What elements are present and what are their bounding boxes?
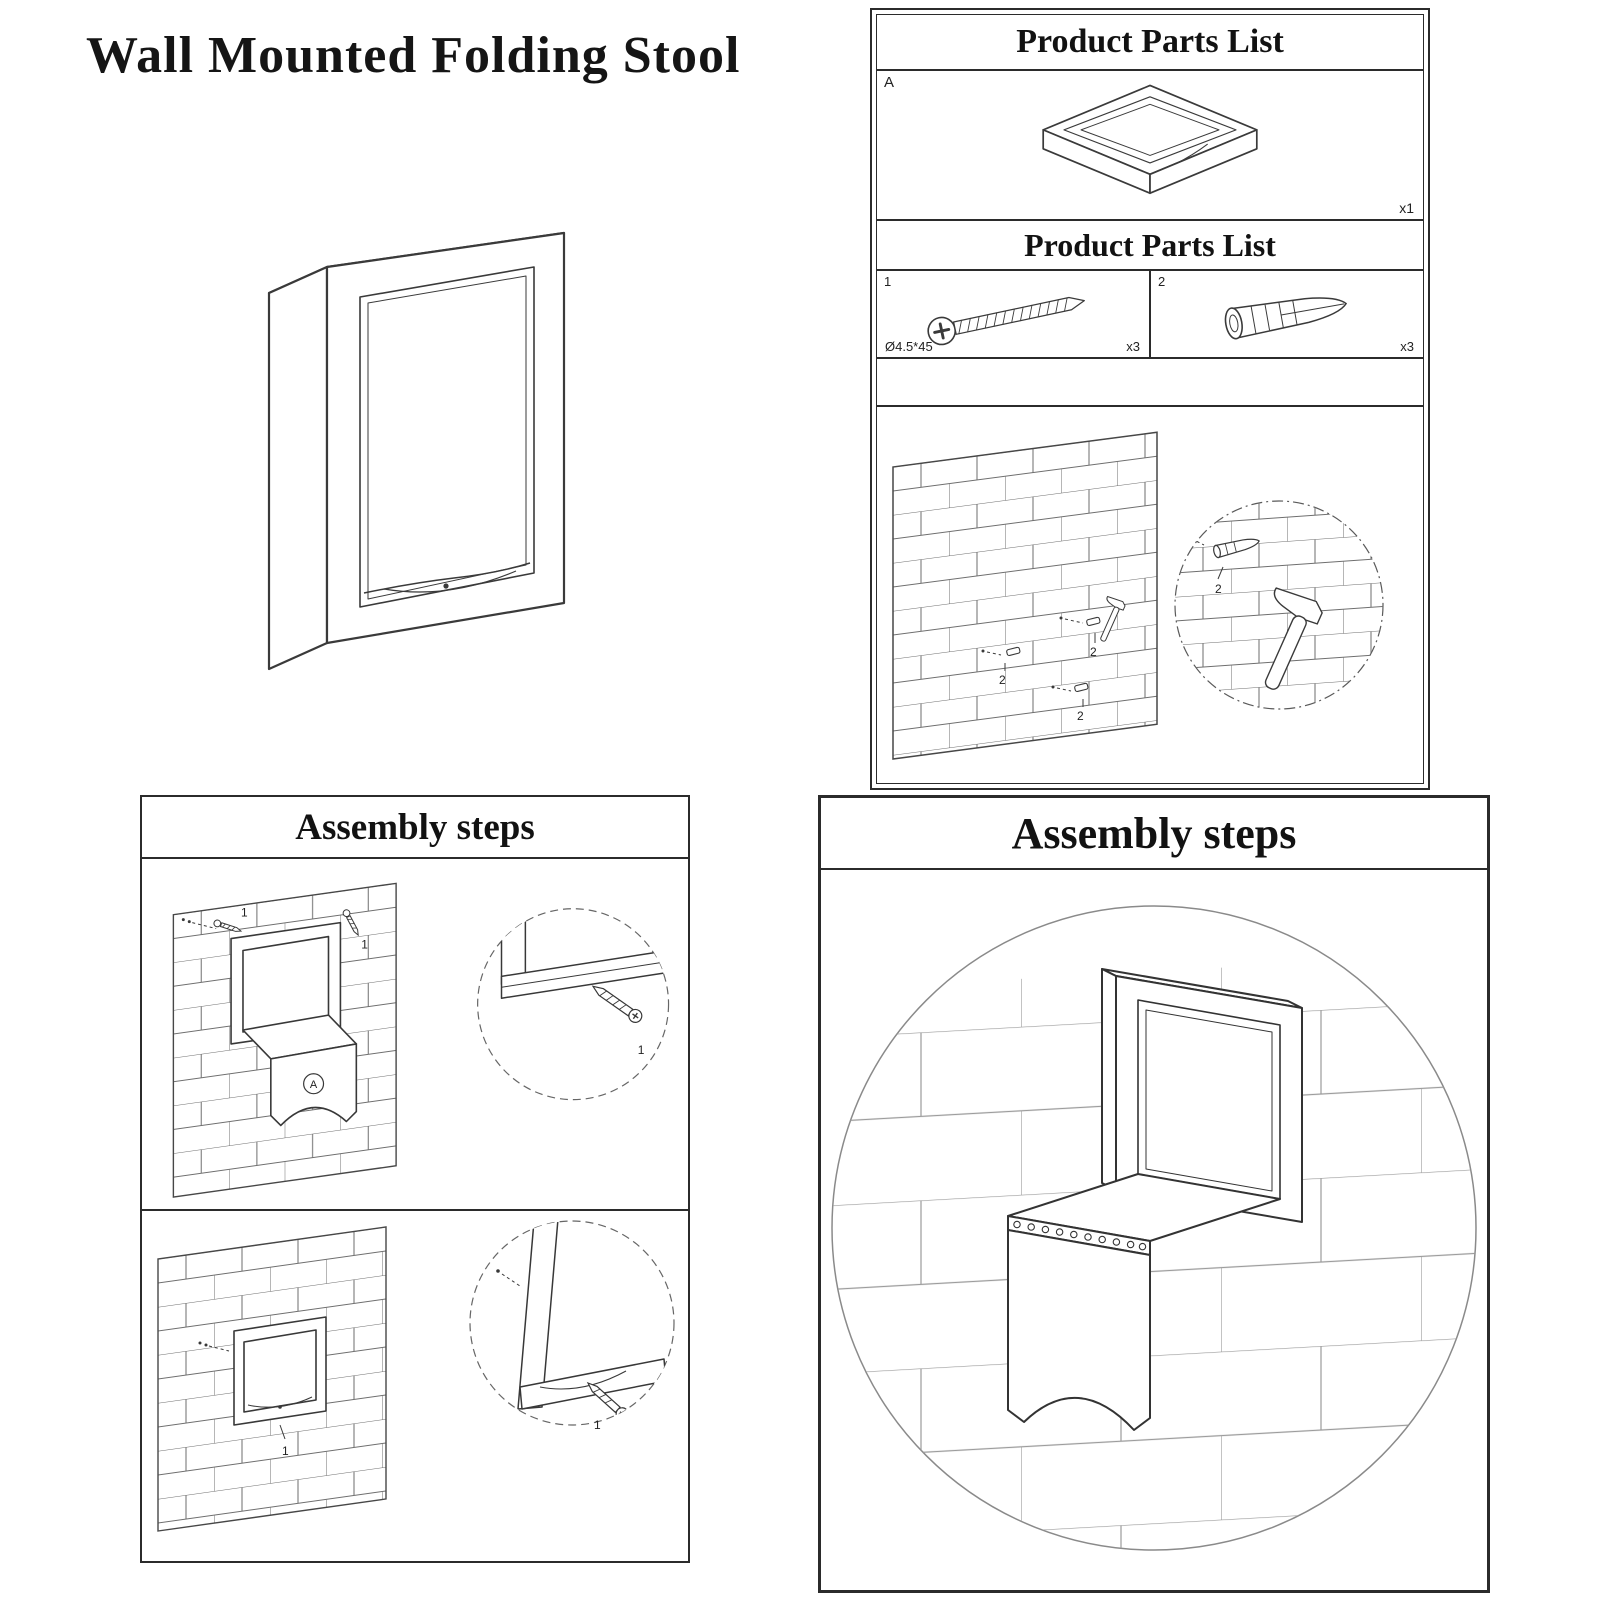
hardware-list-header-text: Product Parts List [1024,226,1276,263]
frame-inner-line [367,275,527,600]
anchor-id: 2 [1158,274,1166,289]
anchor-install-row: 2 2 2 [877,407,1423,783]
screw-qty: x3 [1126,339,1140,354]
brick-wall [892,431,1158,760]
screw-ref-label-b: 1 [361,937,368,951]
detail-anchor [1213,538,1260,559]
product-parts-panel: Product Parts List A [870,8,1430,790]
hinge-rivets [1013,1220,1147,1251]
small-hammer-icon [1100,595,1126,642]
part-a-id: A [884,74,895,91]
detail-circle-content [1175,501,1383,709]
assembly-steps-panel-left: Assembly steps [140,795,690,1563]
assembly-header-left: Assembly steps [142,797,688,859]
hammer-icon [1264,587,1323,690]
part-a-row: A x1 [877,71,1423,221]
small-screw-icon [213,919,243,932]
folded-stool-drawing [267,231,566,671]
anchor-ref-label-3: 2 [1077,709,1084,723]
assembly-header-left-text: Assembly steps [295,806,535,848]
page-title: Wall Mounted Folding Stool [86,27,741,84]
screw-ref-label-a: 1 [241,906,248,920]
screw-cell: 1 Ø4.5*45 x3 [877,271,1149,357]
detail-anchor-ref-label: 2 [1215,582,1222,596]
parts-list-header: Product Parts List [877,15,1423,71]
hardware-row: 1 Ø4.5*45 x3 2 [877,271,1423,359]
assembly-step-1-drawing: A 1 1 [172,882,670,1198]
assembly-header-right: Assembly steps [821,798,1487,870]
assembly-step-2-drawing: 1 [157,1220,675,1532]
frame-side-face [267,265,329,671]
assembly-steps-panel-right: Assembly steps [818,795,1490,1593]
folded-stool [233,1316,327,1426]
anchor-ref-label-1: 2 [1090,645,1097,659]
assembly-step-1: A 1 1 [142,859,688,1211]
screw-id: 1 [884,274,892,289]
brick-wall [832,951,1476,1550]
anchor-qty: x3 [1400,339,1414,354]
part-a-qty: x1 [1399,200,1414,216]
open-stool [1007,968,1303,1431]
detail-screw-ref-label: 1 [594,1418,601,1432]
assembly-header-right-text: Assembly steps [1011,808,1297,858]
anchor-cell: 2 x3 [1149,271,1423,357]
product-parts-panel-inner: Product Parts List A [876,14,1424,784]
front-apron [1007,1229,1151,1431]
screw-drawing [927,296,1085,346]
hardware-list-header: Product Parts List [877,221,1423,271]
mounted-stool [230,921,358,1127]
final-assembly-view [821,870,1487,1590]
part-a-figure [877,71,1423,219]
anchor-drawing [1224,297,1348,340]
frame-side-face [1101,968,1117,1191]
frame-inner-line [1145,1009,1273,1192]
seat-part-drawing [1042,84,1258,195]
frame-opening [359,266,535,608]
spacer-row [877,359,1423,407]
detail-screw-ref-label: 1 [638,1043,645,1057]
parts-list-header-text: Product Parts List [1016,23,1284,60]
part-a-ref-label: A [310,1079,318,1091]
latch-dot [443,583,449,589]
screw-ref-label: 1 [282,1444,289,1458]
screw-spec: Ø4.5*45 [885,339,933,354]
wall-anchor-marks: 2 2 2 [981,595,1126,723]
final-assembly-drawing [831,905,1477,1551]
small-screw-icon [342,909,359,937]
seat-handle-curve [383,570,517,593]
detail-screw-icon [591,985,643,1023]
seat-edge-line [363,562,531,594]
anchor-ref-label-2: 2 [999,673,1006,687]
assembly-step-2: 1 [142,1211,688,1561]
anchor-install-drawing: 2 2 2 [892,431,1384,760]
